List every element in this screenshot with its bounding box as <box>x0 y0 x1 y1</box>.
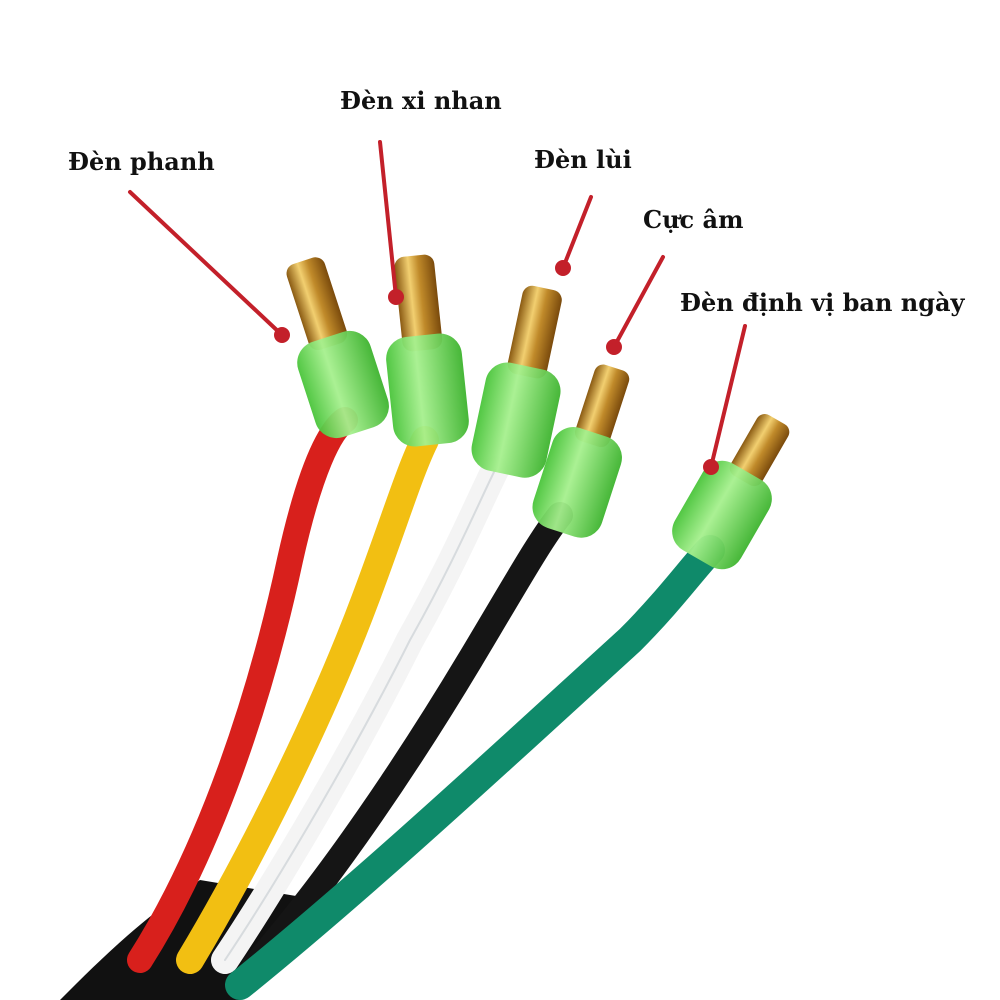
pointers <box>128 140 747 475</box>
sleeve <box>471 362 561 478</box>
connector-reverse <box>471 285 562 478</box>
sleeve <box>297 330 389 439</box>
label-turn-signal: Đèn xi nhan <box>340 86 502 115</box>
pointer-dot-negative <box>606 339 622 355</box>
pointer-turn <box>378 140 398 299</box>
sleeve <box>672 460 772 570</box>
wire-black <box>242 502 573 978</box>
pin <box>729 414 790 487</box>
wire-green <box>225 535 725 1000</box>
pin <box>507 285 562 379</box>
pointer-dot-drl <box>703 459 719 475</box>
pointer-dot-brake <box>274 327 290 343</box>
connector-turn <box>386 254 469 447</box>
pointer-dot-reverse <box>555 260 571 276</box>
wire-white-outline <box>224 469 496 961</box>
connector-negative <box>532 364 630 538</box>
label-reverse-light: Đèn lùi <box>534 145 632 174</box>
pointer-dot-turn <box>388 289 404 305</box>
label-daytime-running-light: Đèn định vị ban ngày <box>680 288 965 317</box>
wires <box>127 407 725 1000</box>
connector-drl <box>672 414 790 570</box>
sleeve <box>386 333 469 447</box>
pin <box>286 257 348 351</box>
pin <box>394 254 443 352</box>
connector-brake <box>286 257 389 439</box>
pin <box>574 364 630 448</box>
pointer-drl <box>709 324 747 469</box>
sleeve <box>532 427 622 538</box>
label-brake-light: Đèn phanh <box>68 147 215 176</box>
pointer-negative <box>612 255 665 349</box>
wire-red <box>127 407 358 973</box>
label-negative-pole: Cực âm <box>643 205 744 234</box>
pointer-reverse <box>561 195 593 270</box>
wire-yellow <box>176 426 439 974</box>
pointer-brake <box>128 190 284 337</box>
